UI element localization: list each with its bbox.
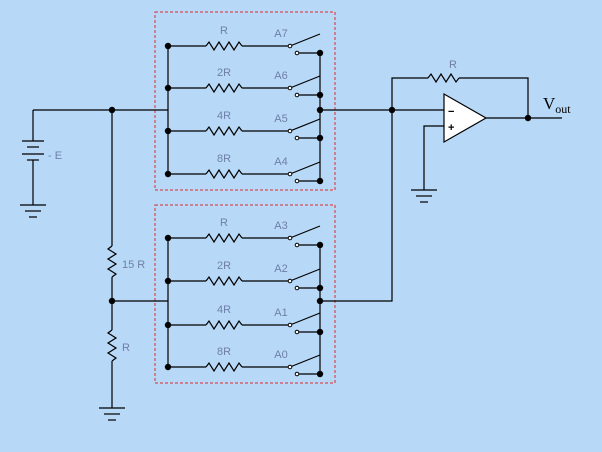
junction-dot xyxy=(164,127,172,135)
switch-pivot xyxy=(287,171,293,177)
switch-blade xyxy=(289,268,321,282)
branch-row: 2R A6 xyxy=(164,67,324,99)
junction-dot xyxy=(164,277,172,285)
junction-dot xyxy=(108,297,116,305)
branch-row: 8R A0 xyxy=(164,346,324,378)
resistor-symbol xyxy=(205,125,243,137)
switch-contact xyxy=(294,285,300,291)
resistor-symbol xyxy=(205,319,243,331)
junction-dot xyxy=(316,106,324,114)
junction-dot xyxy=(108,106,116,114)
divider-ground-symbol xyxy=(99,407,125,421)
switch-label: A3 xyxy=(274,220,287,232)
opamp-noninverting-sign: + xyxy=(448,122,454,134)
branch-row: 2R A2 xyxy=(164,260,324,292)
resistor-symbol xyxy=(205,232,243,244)
resistor-symbol xyxy=(205,168,243,180)
junction-dot xyxy=(316,297,324,305)
resistor-label: 4R xyxy=(217,110,231,122)
switch-label: A6 xyxy=(274,70,287,82)
switch-pivot xyxy=(287,364,293,370)
switch-blade xyxy=(289,312,321,326)
switch-pivot xyxy=(287,128,293,134)
source-ground-symbol xyxy=(20,204,46,218)
junction-dot xyxy=(388,106,396,114)
output-junction-dot xyxy=(524,114,532,122)
divider-wiring xyxy=(106,110,168,408)
junction-dot xyxy=(164,84,172,92)
upper-branch-list: R A7 2R A6 4R A5 8R A4 xyxy=(164,25,324,185)
source-wiring xyxy=(22,109,168,205)
resistor-label: R xyxy=(220,25,228,37)
switch-pivot xyxy=(287,322,293,328)
branch-row: 8R A4 xyxy=(164,153,324,185)
junction-dot xyxy=(164,234,172,242)
divider-upper-label: 15 R xyxy=(122,259,145,271)
junction-dot xyxy=(316,328,324,336)
switch-contact xyxy=(294,92,300,98)
branch-row: R A3 xyxy=(164,217,324,249)
resistor-label: 8R xyxy=(217,346,231,358)
junction-dot xyxy=(316,91,324,99)
switch-pivot xyxy=(287,85,293,91)
resistor-label: 4R xyxy=(217,304,231,316)
switch-blade xyxy=(289,161,321,175)
switch-label: A5 xyxy=(274,113,287,125)
switch-contact xyxy=(294,135,300,141)
junction-dot xyxy=(316,134,324,142)
switch-contact xyxy=(294,242,300,248)
switch-blade xyxy=(289,354,321,368)
switch-label: A4 xyxy=(274,156,287,168)
switch-label: A2 xyxy=(274,263,287,275)
junction-dot xyxy=(164,42,172,50)
resistor-label: R xyxy=(220,217,228,229)
summing-wiring xyxy=(320,72,562,302)
resistor-symbol xyxy=(205,40,243,52)
switch-pivot xyxy=(287,43,293,49)
resistor-symbol xyxy=(205,275,243,287)
lower-branch-list: R A3 2R A2 4R A1 8R A0 xyxy=(164,217,324,378)
opamp-ground-symbol xyxy=(411,189,437,203)
switch-blade xyxy=(289,33,321,47)
source-label: - E xyxy=(48,150,62,162)
lower-switch-group-box xyxy=(154,204,336,384)
divider-lower-label: R xyxy=(122,342,130,354)
switch-label: A7 xyxy=(274,28,287,40)
switch-contact xyxy=(294,371,300,377)
junction-dot xyxy=(164,363,172,371)
junction-dot xyxy=(164,321,172,329)
opamp-triangle xyxy=(443,92,488,144)
branch-row: 4R A1 xyxy=(164,304,324,336)
resistor-symbol xyxy=(205,361,243,373)
branch-row: R A7 xyxy=(164,25,324,57)
switch-pivot xyxy=(287,278,293,284)
junction-dot xyxy=(316,370,324,378)
switch-contact xyxy=(294,329,300,335)
feedback-resistor-label: R xyxy=(449,59,457,71)
junction-dot xyxy=(316,284,324,292)
resistor-label: 8R xyxy=(217,153,231,165)
switch-blade xyxy=(289,225,321,239)
switch-blade xyxy=(289,118,321,132)
junction-dot xyxy=(164,170,172,178)
switch-pivot xyxy=(287,235,293,241)
resistor-label: 2R xyxy=(217,67,231,79)
junction-dot xyxy=(316,241,324,249)
upper-switch-group-box xyxy=(154,11,336,191)
output-label: Vout xyxy=(543,94,571,116)
opamp-inverting-sign: − xyxy=(448,106,454,118)
resistor-label: 2R xyxy=(217,260,231,272)
resistor-symbol xyxy=(205,82,243,94)
switch-label: A0 xyxy=(274,349,287,361)
switch-label: A1 xyxy=(274,307,287,319)
junction-dot xyxy=(316,49,324,57)
switch-contact xyxy=(294,178,300,184)
switch-contact xyxy=(294,50,300,56)
branch-row: 4R A5 xyxy=(164,110,324,142)
junction-dot xyxy=(316,177,324,185)
switch-blade xyxy=(289,75,321,89)
